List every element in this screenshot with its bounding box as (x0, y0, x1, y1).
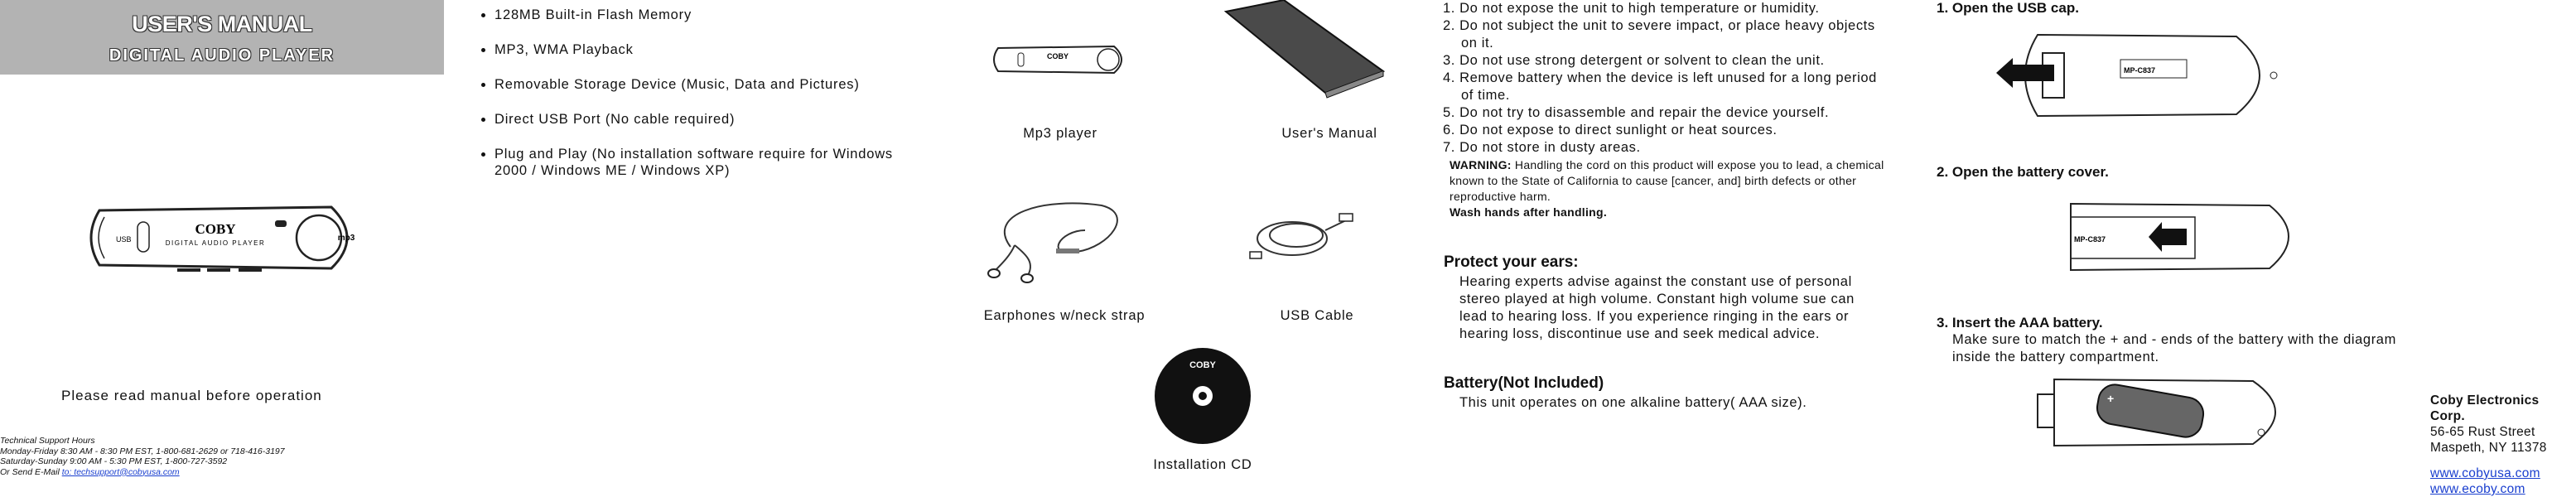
mp3-player-icon: COBY (993, 45, 1122, 75)
installation-cd-icon: COBY (1155, 348, 1251, 444)
support-hours-title: Technical Support Hours (0, 436, 95, 446)
support-weekend: Saturday-Sunday 9:00 AM - 5:30 PM EST, 1… (0, 456, 228, 466)
caution-item: 5. Do not try to disassemble and repair … (1443, 105, 1830, 120)
warning-text: Handling the cord on this product will e… (1450, 158, 1884, 203)
company-name: Coby Electronics Corp. (2430, 393, 2540, 423)
player-illustration: COBY DIGITAL AUDIO PLAYER USB mp3 (89, 205, 355, 272)
step2-diagram: MP-C837 (2070, 202, 2289, 272)
step1-diagram: MP-C837 (1996, 33, 2278, 118)
caution-item: 7. Do not store in dusty areas. (1443, 140, 1641, 155)
warning-wash: Wash hands after handling. (1450, 205, 1608, 219)
caption-mp3-player: Mp3 player (1023, 126, 1097, 141)
step3-diagram: + (2037, 378, 2276, 447)
support-weekday: Monday-Friday 8:30 AM - 8:30 PM EST, 1-8… (0, 446, 285, 456)
step1-model: MP-C837 (2124, 66, 2155, 75)
player-mp3-label: mp3 (338, 234, 355, 243)
manual-header: USER'S MANUAL DIGITAL AUDIO PLAYER (0, 0, 444, 75)
caution-item: 6. Do not expose to direct sunlight or h… (1443, 123, 1778, 138)
player-usb-label: USB (116, 235, 132, 244)
caution-item: 4. Remove battery when the device is lef… (1443, 70, 1877, 103)
support-email-prefix: Or Send E-Mail (0, 466, 62, 477)
caption-users-manual: User's Manual (1281, 126, 1377, 141)
support-email-line: Or Send E-Mail to: techsupport@cobyusa.c… (0, 467, 285, 478)
website-link-cobyusa[interactable]: www.cobyusa.com (2430, 466, 2540, 480)
caption-earphones: Earphones w/neck strap (983, 308, 1146, 323)
company-street: 56-65 Rust Street (2430, 425, 2535, 439)
caution-item: 1. Do not expose the unit to high temper… (1443, 1, 1820, 16)
battery-text: This unit operates on one alkaline batte… (1459, 395, 1807, 410)
tech-support-info: Technical Support Hours Monday-Friday 8:… (0, 436, 285, 477)
support-email-link[interactable]: to: techsupport@cobyusa.com (61, 466, 180, 477)
protect-ears-title: Protect your ears: (1444, 253, 1579, 271)
company-address: Coby Electronics Corp. 56-65 Rust Street… (2430, 393, 2576, 497)
feature-item: Direct USB Port (No cable required) (494, 111, 925, 128)
feature-item: MP3, WMA Playback (494, 41, 925, 58)
feature-item: Plug and Play (No installation software … (494, 146, 925, 179)
caption-installation-cd: Installation CD (1153, 457, 1252, 472)
step-insert-battery: 3. Insert the AAA battery. (1937, 315, 2103, 331)
manual-subtitle: DIGITAL AUDIO PLAYER (109, 46, 335, 65)
caption-usb-cable: USB Cable (1280, 308, 1354, 323)
website-link-ecoby[interactable]: www.ecoby.com (2430, 482, 2525, 496)
read-manual-note: Please read manual before operation (61, 388, 322, 403)
player-brand: COBY (195, 221, 235, 237)
feature-item: 128MB Built-in Flash Memory (494, 7, 925, 23)
manual-booklet-icon (1223, 0, 1386, 99)
lead-warning: WARNING: Handling the cord on this produ… (1450, 157, 1889, 220)
caution-list: 1. Do not expose the unit to high temper… (1443, 0, 1890, 157)
step2-model: MP-C837 (2074, 235, 2106, 244)
earphones-icon (987, 202, 1118, 283)
feature-list: 128MB Built-in Flash Memory MP3, WMA Pla… (476, 7, 925, 197)
protect-ears-text: Hearing experts advise against the const… (1459, 274, 1855, 341)
manual-title: USER'S MANUAL (132, 12, 312, 36)
player-label: DIGITAL AUDIO PLAYER (166, 239, 266, 247)
company-city: Maspeth, NY 11378 (2430, 441, 2547, 455)
battery-title: Battery(Not Included) (1444, 374, 1604, 392)
step-open-usb-cap: 1. Open the USB cap. (1937, 0, 2079, 16)
step3-instructions: Make sure to match the + and - ends of t… (1952, 332, 2396, 364)
battery-plus-sign: + (2107, 392, 2114, 405)
mp3-icon-brand: COBY (1047, 52, 1069, 60)
warning-label: WARNING: (1450, 158, 1512, 171)
caution-item: 2. Do not subject the unit to severe imp… (1443, 18, 1875, 51)
feature-item: Removable Storage Device (Music, Data an… (494, 76, 925, 93)
caution-item: 3. Do not use strong detergent or solven… (1443, 53, 1825, 68)
step-open-battery-cover: 2. Open the battery cover. (1937, 164, 2109, 180)
usb-cable-icon (1249, 213, 1353, 259)
cd-brand: COBY (1189, 360, 1216, 370)
